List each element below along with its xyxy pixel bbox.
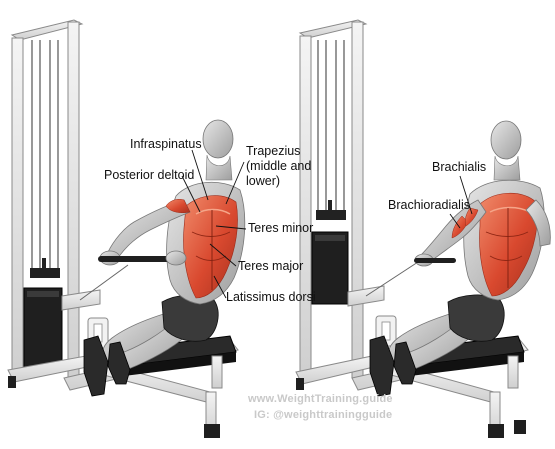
label-posterior-deltoid: Posterior deltoid [104,168,194,183]
label-teres-major: Teres major [238,259,303,274]
watermark-instagram: IG: @weighttrainingguide [254,409,392,421]
label-latissimus-dorsi: Latissimus dorsi [226,290,316,305]
label-trapezius: Trapezius (middle and lower) [246,144,314,189]
label-brachioradialis: Brachioradialis [388,198,470,213]
label-teres-minor: Teres minor [248,221,313,236]
label-brachialis: Brachialis [432,160,486,175]
watermark-website: www.WeightTraining.guide [248,393,393,405]
label-infraspinatus: Infraspinatus [130,137,202,152]
